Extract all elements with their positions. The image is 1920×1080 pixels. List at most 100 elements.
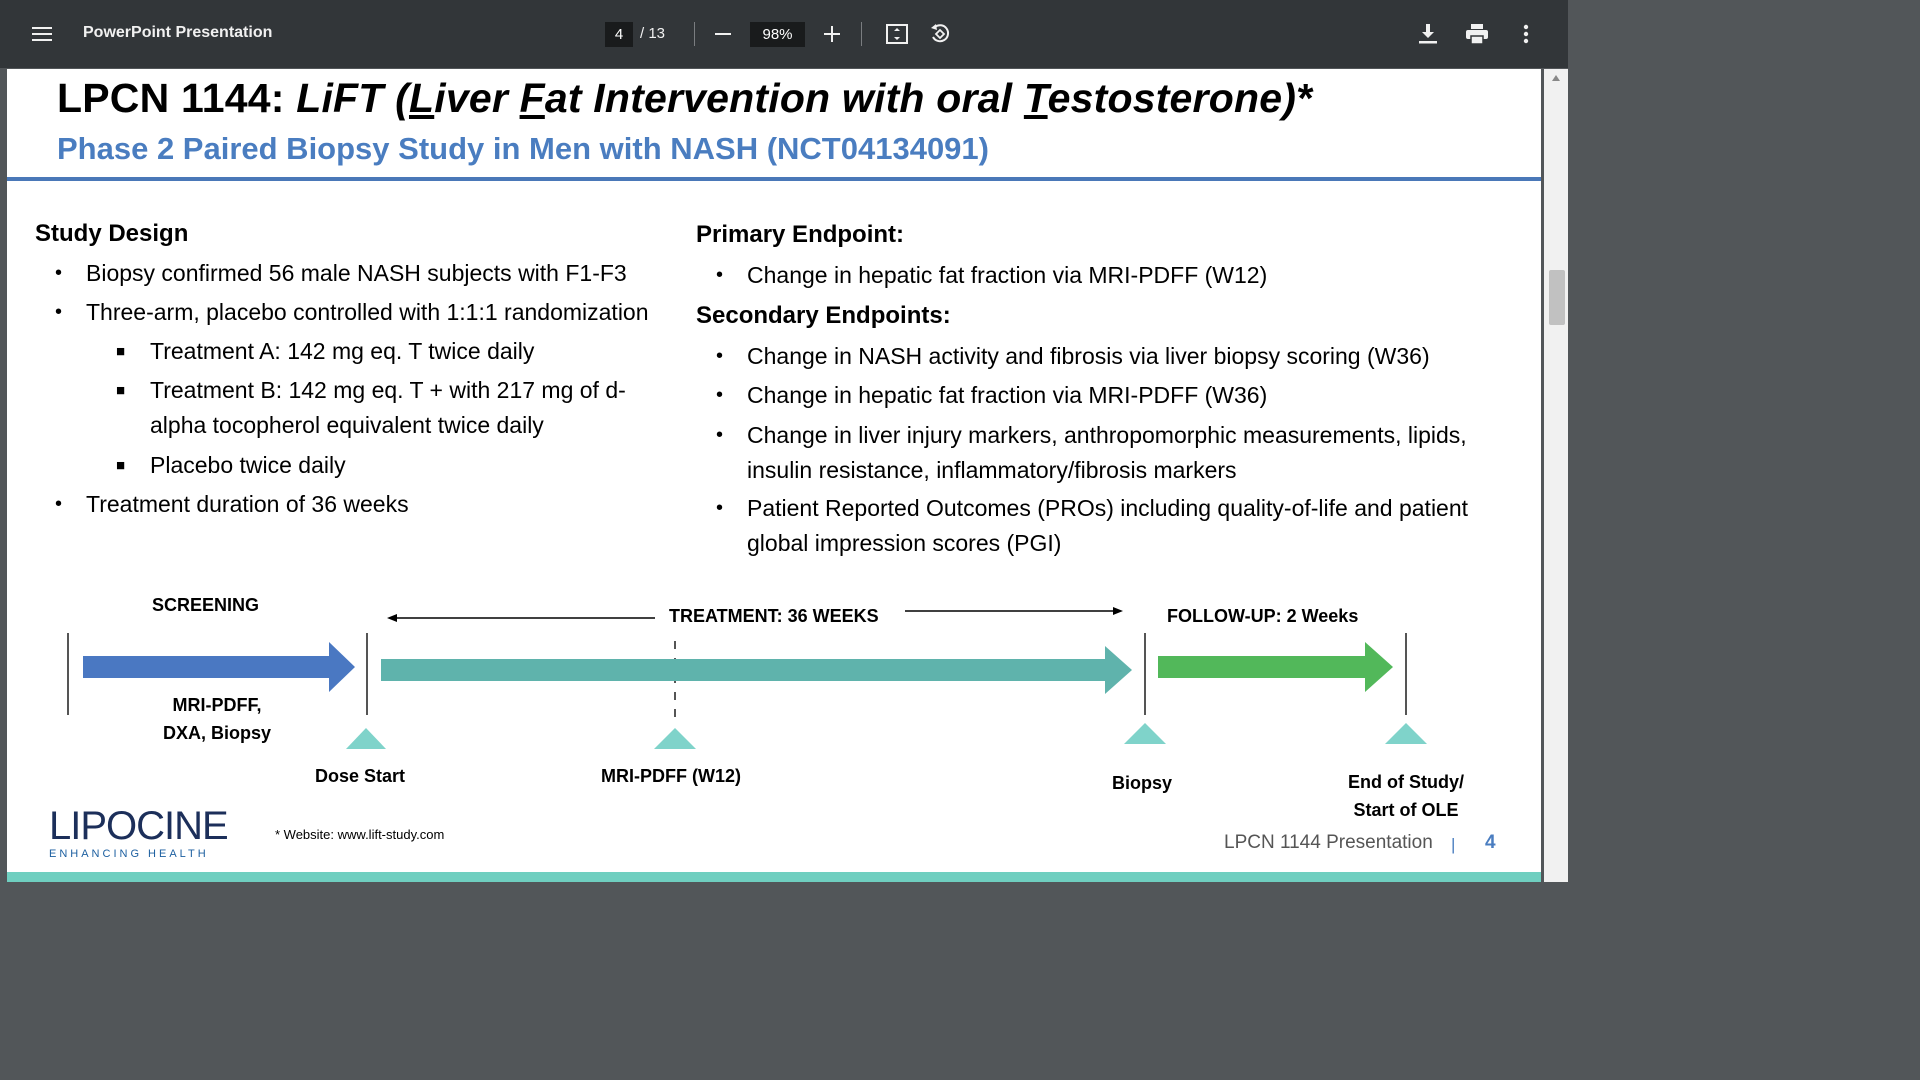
screening-detail-line: DXA, Biopsy (162, 723, 272, 743)
list-item-text: Change in hepatic fat fraction via MRI-P… (747, 262, 1268, 288)
download-button[interactable] (1410, 16, 1446, 52)
toolbar-divider (694, 22, 695, 46)
title-italic: LiFT (Liver Fat Intervention with oral T… (296, 75, 1312, 121)
dose-start-label: Dose Start (315, 766, 406, 786)
list-item-text: insulin resistance, inflammatory/fibrosi… (747, 457, 1237, 483)
list-item-text: Placebo twice daily (150, 452, 346, 478)
list-item-text: Treatment B: 142 mg eq. T + with 217 mg … (150, 377, 626, 403)
more-vert-icon (1523, 24, 1529, 44)
screening-label: SCREENING (152, 595, 260, 615)
zoom-level-input[interactable]: 98% (750, 22, 805, 47)
mri-w12-label: MRI-PDFF (W12) (601, 766, 741, 786)
footer-separator: | (1451, 835, 1456, 854)
footer-page-number: 4 (1485, 832, 1496, 853)
list-item: •Three-arm, placebo controlled with 1:1:… (55, 299, 649, 325)
list-item: ■Placebo twice daily (116, 452, 346, 478)
secondary-endpoints-heading: Secondary Endpoints: (696, 302, 951, 329)
print-button[interactable] (1459, 16, 1495, 52)
biopsy-label: Biopsy (1112, 773, 1173, 793)
list-item-text: Change in hepatic fat fraction via MRI-P… (747, 382, 1268, 408)
logo-wordmark: LIPOCINE (49, 804, 229, 848)
more-actions-button[interactable] (1508, 16, 1544, 52)
end-of-study-line: Start of OLE (1353, 800, 1459, 820)
page-total: / 13 (640, 25, 666, 42)
list-item-text: Change in liver injury markers, anthropo… (747, 422, 1467, 448)
screening-arrow (83, 642, 355, 692)
minus-icon (715, 33, 731, 35)
rotate-icon (931, 24, 950, 43)
end-of-study-line: End of Study/ (1348, 772, 1464, 792)
zoom-out-button[interactable] (705, 16, 741, 52)
list-item-continuation: insulin resistance, inflammatory/fibrosi… (747, 453, 1237, 488)
w12-marker (654, 728, 696, 749)
list-item: ■Treatment B: 142 mg eq. T + with 217 mg… (116, 377, 626, 403)
title-part: LiFT ( (296, 75, 409, 121)
download-icon (1419, 24, 1437, 44)
menu-button[interactable] (22, 14, 62, 54)
list-item-text: Patient Reported Outcomes (PROs) includi… (747, 495, 1469, 521)
slide-subtitle: Phase 2 Paired Biopsy Study in Men with … (57, 131, 989, 166)
hamburger-menu-icon (32, 27, 52, 41)
screening-detail: MRI-PDFF, DXA, Biopsy (137, 691, 297, 747)
title-part: at Intervention with oral (544, 75, 1024, 121)
list-item: ■Treatment A: 142 mg eq. T twice daily (116, 338, 535, 364)
title-part-underline: T (1023, 75, 1048, 121)
slide-title: LPCN 1144: LiFT (Liver Fat Intervention … (57, 75, 1312, 122)
list-item: •Change in liver injury markers, anthrop… (716, 422, 1467, 448)
study-timeline-diagram (67, 607, 1427, 749)
website-footnote: * Website: www.lift-study.com (275, 827, 445, 842)
list-item: •Biopsy confirmed 56 male NASH subjects … (55, 260, 627, 286)
list-item-text: Biopsy confirmed 56 male NASH subjects w… (86, 260, 627, 286)
slide-bottom-strip (7, 872, 1541, 882)
document-title: PowerPoint Presentation (83, 24, 273, 41)
toolbar-divider (861, 22, 862, 46)
followup-label: FOLLOW-UP: 2 Weeks (1167, 606, 1359, 626)
slide-page: LPCN 1144: LiFT (Liver Fat Intervention … (7, 69, 1541, 882)
list-item-continuation: alpha tocopherol equivalent twice daily (150, 408, 544, 443)
list-item-text: Treatment A: 142 mg eq. T twice daily (150, 338, 535, 364)
followup-arrow (1158, 642, 1393, 692)
title-divider (7, 177, 1541, 181)
list-item-text: Three-arm, placebo controlled with 1:1:1… (86, 299, 649, 325)
title-part-underline: L (408, 75, 435, 121)
pdf-toolbar: PowerPoint Presentation 4 / 13 98% (0, 0, 1568, 68)
list-item-text: Change in NASH activity and fibrosis via… (747, 343, 1430, 369)
page-number-input[interactable]: 4 (605, 22, 633, 47)
title-part: iver (434, 75, 520, 121)
primary-endpoint-heading: Primary Endpoint: (696, 221, 905, 248)
vertical-scrollbar[interactable] (1544, 69, 1568, 882)
list-item-text: global impression scores (PGI) (747, 530, 1062, 556)
fit-page-icon (886, 24, 908, 44)
fit-to-page-button[interactable] (879, 16, 915, 52)
end-of-study-label: End of Study/ Start of OLE (1327, 768, 1485, 824)
logo-tagline: ENHANCING HEALTH (49, 848, 209, 860)
list-item: •Change in NASH activity and fibrosis vi… (716, 343, 1430, 369)
end-of-study-marker (1385, 723, 1427, 744)
treatment-label: TREATMENT: 36 WEEKS (669, 606, 879, 626)
zoom-in-button[interactable] (814, 16, 850, 52)
title-part: estosterone)* (1047, 75, 1313, 121)
treatment-span-left-arrowhead (387, 614, 397, 622)
printer-icon (1466, 24, 1488, 44)
screening-detail-line: MRI-PDFF, (172, 695, 262, 715)
list-item-text: alpha tocopherol equivalent twice daily (150, 412, 544, 438)
rotate-button[interactable] (922, 16, 958, 52)
list-item: •Treatment duration of 36 weeks (55, 491, 409, 517)
treatment-span-right-arrowhead (1113, 607, 1123, 615)
title-prefix: LPCN 1144: (57, 75, 297, 121)
biopsy-marker (1124, 723, 1166, 744)
scroll-up-icon[interactable] (1551, 74, 1561, 82)
list-item-text: Treatment duration of 36 weeks (86, 491, 409, 517)
plus-icon (824, 26, 840, 42)
lipocine-logo: LIPOCINE ENHANCING HEALTH (49, 804, 229, 860)
treatment-arrow (381, 646, 1132, 694)
list-item: •Change in hepatic fat fraction via MRI-… (716, 262, 1268, 288)
scrollbar-thumb[interactable] (1549, 270, 1565, 325)
dose-start-marker (346, 728, 386, 749)
study-design-heading: Study Design (35, 220, 189, 247)
footer-presentation-name: LPCN 1144 Presentation (1224, 832, 1433, 853)
list-item-continuation: global impression scores (PGI) (747, 526, 1061, 561)
title-part-underline: F (519, 75, 545, 121)
list-item: •Patient Reported Outcomes (PROs) includ… (716, 495, 1469, 521)
list-item: •Change in hepatic fat fraction via MRI-… (716, 382, 1268, 408)
